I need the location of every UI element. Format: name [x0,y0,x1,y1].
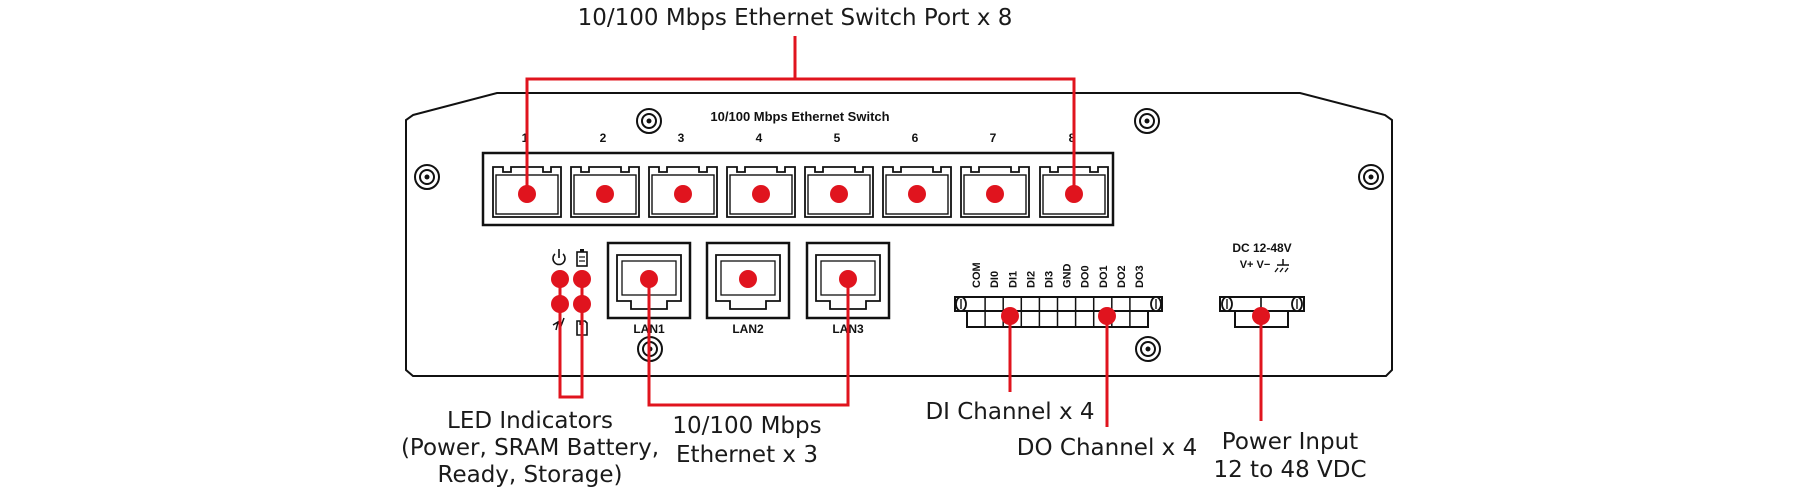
callout-dots [518,185,1270,325]
do-callout: DO Channel x 4 [1017,435,1197,461]
terminal-screw [1291,296,1303,312]
callout-dot [908,185,926,203]
power-label: DC 12-48V [1232,241,1291,255]
callout-dot [839,270,857,288]
mounting-screw [414,164,440,190]
switch-ports: 1 2 3 4 5 6 7 8 [492,131,1109,218]
switch-port-number: 7 [990,131,997,145]
switch-port-number: 4 [756,131,763,145]
terminal-label: DI2 [1025,271,1037,288]
switch-port-number: 6 [912,131,919,145]
callout-dot [596,185,614,203]
ground-icon [1274,259,1289,273]
terminal-screw [1221,296,1233,312]
callout-lines [525,36,1263,427]
device-chassis [405,92,1393,377]
terminal-label: DO2 [1116,265,1128,288]
callout-dot [739,270,757,288]
terminal-labels: COM DI0 DI1 DI2 DI3 GND DO0 DO1 DO2 DO3 [971,262,1146,288]
mounting-screw [1135,336,1161,362]
callout-dot [1098,307,1116,325]
led-dot [573,295,591,313]
power-callout-line1: Power Input [1222,429,1358,455]
terminal-label: COM [971,262,983,288]
ethernet-callout-line2: Ethernet x 3 [676,442,818,468]
switch-port: 1 [492,131,562,218]
callout-dot [1001,307,1019,325]
terminal-screw [955,296,967,312]
led-dot [551,295,569,313]
mounting-screw [636,108,662,134]
terminal-label: DI1 [1007,271,1019,288]
mounting-screw [1134,108,1160,134]
terminal-label: DI0 [989,271,1001,288]
switch-ports-callout: 10/100 Mbps Ethernet Switch Port x 8 [578,5,1013,31]
mounting-screw [1358,164,1384,190]
terminal-label: GND [1062,264,1074,289]
callout-dot [1065,185,1083,203]
callout-dot [518,185,536,203]
callout-dot [640,270,658,288]
switch-port-number: 3 [678,131,685,145]
led-indicators [552,249,588,336]
callout-dot [830,185,848,203]
terminal-label: DO1 [1098,265,1110,288]
terminal-screw [1150,296,1162,312]
callout-dot [1252,307,1270,325]
callout-dot [674,185,692,203]
lan-label: LAN2 [732,322,764,336]
ethernet-callout-line1: 10/100 Mbps [672,413,821,439]
power-icon [552,249,566,266]
switch-callout-bracket [525,77,1076,194]
led-callout-line1: LED Indicators [447,408,613,434]
switch-title: 10/100 Mbps Ethernet Switch [710,109,889,124]
led-callout-line3: Ready, Storage) [438,462,623,488]
switch-port-number: 1 [522,131,529,145]
switch-port-number: 2 [600,131,607,145]
switch-port-number: 8 [1069,131,1076,145]
led-callout-line2: (Power, SRAM Battery, [401,435,659,461]
battery-icon [576,249,588,267]
led-dot [573,270,591,288]
di-callout: DI Channel x 4 [925,399,1094,425]
callout-dot [752,185,770,203]
terminal-cells [984,297,1131,327]
terminal-label: DO0 [1080,265,1092,288]
power-polarity: V+ V− [1240,259,1271,271]
led-dot [551,270,569,288]
switch-port-number: 5 [834,131,841,145]
power-callout-line2: 12 to 48 VDC [1213,457,1366,483]
callout-dot [986,185,1004,203]
ethernet-callout-bracket [647,279,850,407]
led-callout-bracket [558,279,584,399]
terminal-label: DI3 [1043,271,1055,288]
terminal-label: DO3 [1134,265,1146,288]
